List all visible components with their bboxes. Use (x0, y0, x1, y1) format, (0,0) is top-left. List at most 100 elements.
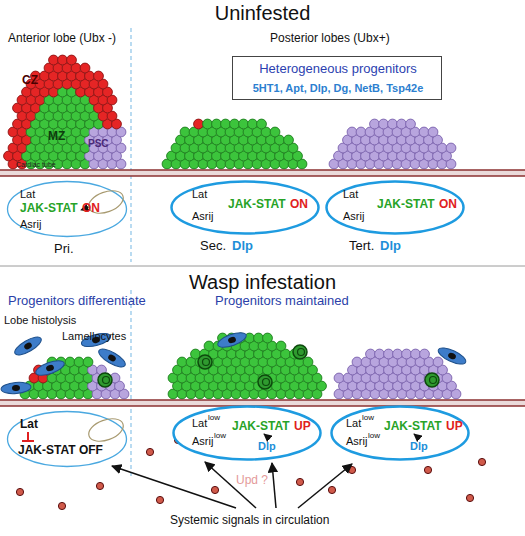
cell-ellipse: LatlowAsrijlowJAK-STATUPDlp (172, 405, 322, 461)
node-text: Tert. (349, 239, 374, 253)
zone-label: MZ (48, 130, 65, 143)
lamellocyte-body (34, 358, 66, 379)
zone-label: CZ (22, 74, 38, 87)
hemocyte-cell (270, 127, 280, 137)
hemocyte-cell (384, 349, 394, 359)
circulating-signal (466, 494, 473, 501)
circulating-signal (328, 486, 335, 493)
lamellocyte-nucleus (45, 364, 55, 372)
node-text: Dlp (410, 440, 428, 452)
hemocyte-cell (284, 135, 294, 145)
hemocyte-cell (397, 119, 407, 129)
node-text: Dlp (380, 239, 401, 253)
cardiac-tube-wall (0, 175, 525, 177)
cardiac-tube-wall (0, 399, 525, 401)
cell-outline (8, 182, 127, 237)
hemocyte-cell (203, 119, 213, 129)
section-title: Uninfested (0, 2, 525, 24)
circulating-signal (156, 496, 163, 503)
lamellocyte (436, 345, 468, 368)
node-text: JAK-STAT (377, 198, 435, 211)
hemocyte-cell (180, 127, 190, 137)
node-text: low (368, 432, 380, 441)
activation-arrow (264, 434, 270, 439)
cell-type-label: Lamellocytes (62, 330, 126, 342)
hemocyte-cell (221, 119, 231, 129)
lamellocyte-nucleus (227, 336, 237, 344)
cardiac-tube (0, 400, 525, 406)
hemocyte-cell (263, 333, 273, 343)
circulating-signal (296, 478, 303, 485)
cell-outline (332, 407, 469, 460)
circulating-signal (96, 482, 103, 489)
lamellocyte (34, 358, 66, 379)
circulating-signal (424, 466, 431, 473)
region-label: Anterior lobe (Ubx -) (8, 32, 116, 45)
cell-outline (327, 182, 464, 234)
node-text: ON (82, 202, 100, 215)
hemocyte-cell (356, 127, 366, 137)
signal-arrow (298, 464, 352, 508)
hemocyte-cell (420, 349, 430, 359)
node-text: Asrij (20, 218, 41, 230)
node-text: Pri. (54, 242, 74, 256)
lamellocyte-nucleus (23, 341, 33, 350)
lamellocyte-body (436, 345, 468, 368)
inhibition-bar (22, 440, 34, 442)
hemocyte-cell (388, 119, 398, 129)
circulating-signal (16, 488, 23, 495)
node-text: Asrij (343, 210, 364, 222)
node-text: low (208, 414, 220, 423)
crystal-cell-core (430, 377, 437, 384)
hemocyte-cell (83, 357, 93, 367)
hemocyte-cell (411, 349, 421, 359)
node-text: Lat (192, 417, 207, 429)
hemocyte-cell (428, 127, 438, 137)
structure-label: Cardiac tube (16, 161, 56, 169)
cell-outline (174, 407, 321, 460)
circulating-signal (478, 458, 485, 465)
hemocyte-cell (239, 119, 249, 129)
node-text: Lat (346, 417, 361, 429)
node-text: Dlp (232, 239, 253, 253)
hemocyte-cell (379, 119, 389, 129)
node-text: Heterogeneous progenitors (233, 62, 443, 76)
node-text: Asrij (192, 435, 213, 447)
crystal-cell-core (203, 359, 210, 366)
hemocyte-cell (58, 55, 68, 65)
hemocyte-cell (230, 119, 240, 129)
node-text: JAK-STAT (20, 202, 78, 215)
hemocyte-cell (212, 119, 222, 129)
hemocyte-cell (347, 127, 357, 137)
zone-label: PSC (88, 138, 109, 149)
lamellocyte-nucleus (447, 352, 457, 361)
node-text: ON (439, 198, 457, 211)
node-text: Lat (20, 418, 38, 431)
node-text: Sec. (200, 239, 226, 253)
node-text: low (362, 414, 374, 423)
node-text: Lat (343, 188, 358, 200)
cardiac-tube (0, 170, 525, 176)
crystal-cell-core (298, 349, 305, 356)
cell-ellipse: LatJAK-STAT OFF (6, 410, 130, 470)
hemocyte-cell (375, 349, 385, 359)
node-text: Asrij (346, 435, 367, 447)
hemocyte-cell (67, 55, 77, 65)
node-text: JAK-STAT (228, 198, 286, 211)
node-text: UP (446, 420, 463, 433)
event-label: Lobe histolysis (4, 314, 76, 326)
region-label: Posterior lobes (Ubx+) (270, 32, 390, 45)
node-text: low (214, 432, 226, 441)
node-text: JAK-STAT (232, 420, 290, 433)
cell-ellipse: LatlowAsrijlowJAK-STATUPDlp (330, 405, 470, 461)
signal-label: Systemic signals in circulation (170, 514, 329, 527)
hemocyte-cell (257, 119, 267, 129)
crystal-cell (258, 375, 272, 389)
node-text: UP (294, 420, 311, 433)
hemocyte-cell (248, 119, 258, 129)
hemocyte-cell (402, 349, 412, 359)
lamellocyte (96, 346, 127, 371)
lamellocyte-body (12, 334, 43, 359)
hemocyte-cell (393, 349, 403, 359)
hemocyte-cell (276, 341, 286, 351)
